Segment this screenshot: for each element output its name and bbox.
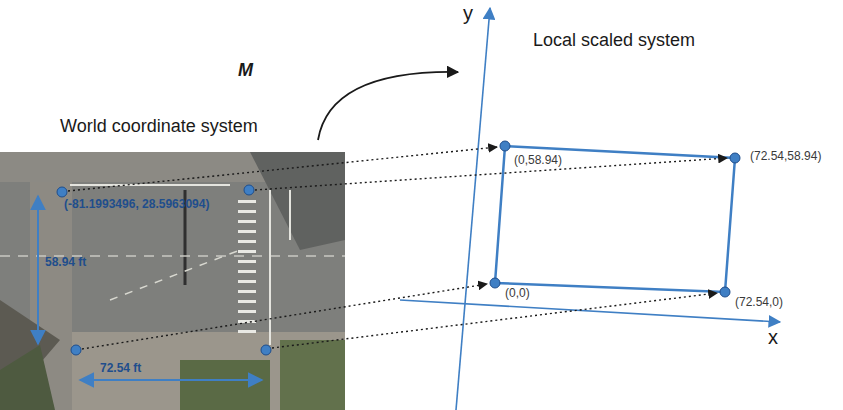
dimension-label: 58.94 ft	[45, 256, 86, 270]
coordinate-label: (72.54,58.94)	[748, 150, 823, 164]
local-rectangle	[495, 146, 735, 292]
system-title: World coordinate system	[60, 116, 258, 137]
mapping-arrows	[68, 147, 727, 349]
transform-arrow	[318, 72, 458, 140]
coordinate-label: (0,0)	[503, 287, 532, 301]
x-axis	[400, 300, 780, 322]
coordinate-label: (-81.1993496, 28.5963094)	[64, 198, 209, 212]
corner-points	[490, 141, 740, 297]
dimension-label: 72.54 ft	[100, 362, 141, 376]
axis-name: x	[768, 326, 778, 349]
coordinate-label: (0,58.94)	[512, 154, 564, 168]
y-axis	[456, 8, 490, 410]
system-title: Local scaled system	[533, 30, 695, 51]
aerial-photo	[0, 152, 345, 410]
axis-name: y	[463, 2, 473, 25]
coordinate-label: (72.54,0)	[733, 296, 785, 310]
transform-name: M	[238, 60, 253, 81]
